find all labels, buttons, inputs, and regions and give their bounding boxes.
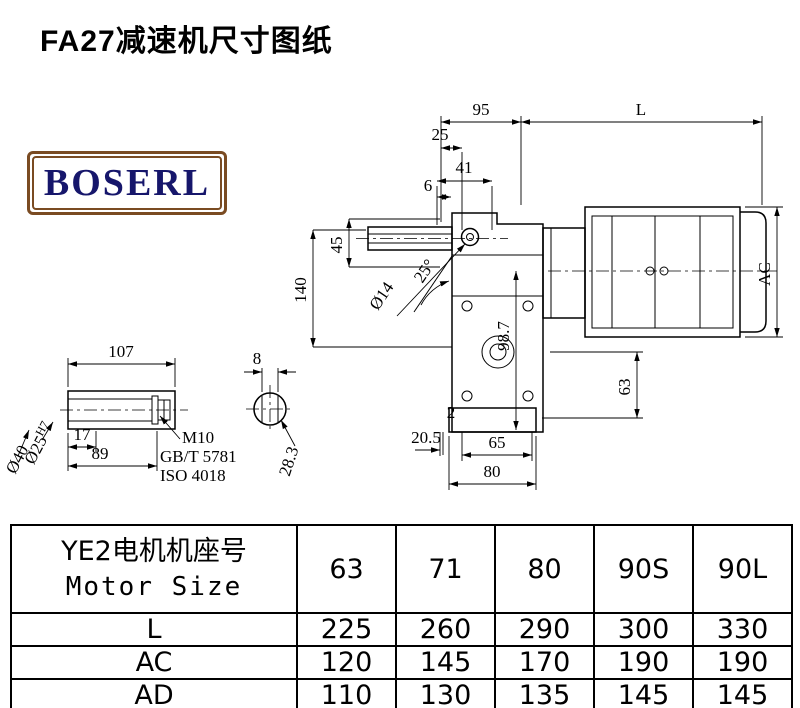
shaft-section-view: 8 28.3 xyxy=(244,349,302,478)
fan-cover xyxy=(740,211,767,333)
shaft-side-view: 107 17 89 M10 GB/T 5781 ISO 4018 Ø25H7 Ø… xyxy=(2,342,237,485)
boserl-logo-text: BOSERL xyxy=(43,162,211,204)
dim-80-label: 80 xyxy=(484,462,501,481)
dim-L-label: L xyxy=(636,100,646,119)
table-cell: 300 xyxy=(593,612,694,647)
table-cell: 170 xyxy=(494,645,595,680)
dim-8-label: 8 xyxy=(253,349,262,368)
motor-adapter xyxy=(542,227,586,319)
angle-arc xyxy=(420,280,450,306)
page-title: FA27减速机尺寸图纸 xyxy=(40,25,333,58)
table-header-row: YE2电机机座号 Motor Size 63 71 80 90S 90L xyxy=(10,524,793,614)
dim-dia14-label: Ø14 xyxy=(365,278,397,313)
dim-107-label: 107 xyxy=(108,342,134,361)
table-cell: 120 xyxy=(296,645,397,680)
dim-28-3-label: 28.3 xyxy=(275,444,302,478)
motor-body xyxy=(584,206,741,338)
dim-65-label: 65 xyxy=(489,433,506,452)
table-size-80: 80 xyxy=(494,524,595,614)
bolt-m10-label: M10 xyxy=(182,428,214,447)
row-label-AD: AD xyxy=(10,678,298,708)
hole-leader xyxy=(396,243,466,317)
row-label-L: L xyxy=(10,612,298,647)
row-label-AC: AC xyxy=(10,645,298,680)
dim-25-label: 25 xyxy=(432,125,449,144)
table-cell: 145 xyxy=(593,678,694,708)
table-size-63: 63 xyxy=(296,524,397,614)
table-cell: 135 xyxy=(494,678,595,708)
dim-6-label: 6 xyxy=(424,176,433,195)
table-cell: 225 xyxy=(296,612,397,647)
angled-face xyxy=(413,255,453,313)
main-view: 95 L 25 41 6 45 140 Ø14 25° 98.7 AC 63 2… xyxy=(291,100,783,490)
table-size-90S: 90S xyxy=(593,524,694,614)
table-cell: 145 xyxy=(395,645,496,680)
dimension-drawing: 95 L 25 41 6 45 140 Ø14 25° 98.7 AC 63 2… xyxy=(2,100,783,490)
table-row-AC: AC 120 145 170 190 190 xyxy=(10,645,793,680)
table-cell: 130 xyxy=(395,678,496,708)
flange-hole xyxy=(460,227,480,247)
dim-45-label: 45 xyxy=(327,237,346,254)
table-header-en: Motor Size xyxy=(65,572,243,602)
dim-17-label: 17 xyxy=(74,425,92,444)
table-cell: 145 xyxy=(692,678,793,708)
table-cell: 190 xyxy=(593,645,694,680)
table-cell: 260 xyxy=(395,612,496,647)
std-iso-label: ISO 4018 xyxy=(160,466,226,485)
gearbox-foot-flange xyxy=(448,407,537,433)
dim-98-7-label: 98.7 xyxy=(494,321,513,351)
dim-95-label: 95 xyxy=(473,100,490,119)
dim-20-5-label: 20.5 xyxy=(411,428,441,447)
dim-89-label: 89 xyxy=(92,444,109,463)
std-gb-label: GB/T 5781 xyxy=(160,447,237,466)
dia25-tolerance-text: H7 xyxy=(32,419,51,439)
table-cell: 290 xyxy=(494,612,595,647)
table-cell: 190 xyxy=(692,645,793,680)
boserl-logo-frame: BOSERL xyxy=(32,156,222,210)
table-cell: 110 xyxy=(296,678,397,708)
dim-2-label: 2 xyxy=(447,403,456,422)
dim-140-label: 140 xyxy=(291,277,310,303)
dim-AC-label: AC xyxy=(755,262,774,286)
boserl-logo: BOSERL xyxy=(27,151,227,215)
table-row-AD: AD 110 130 135 145 145 xyxy=(10,678,793,708)
bolt-leader xyxy=(159,415,181,440)
table-header-cn: YE2电机机座号 xyxy=(61,536,247,568)
table-cell: 330 xyxy=(692,612,793,647)
table-row-L: L 225 260 290 300 330 xyxy=(10,612,793,647)
table-size-90L: 90L xyxy=(692,524,793,614)
dim-63-label: 63 xyxy=(615,379,634,396)
table-size-71: 71 xyxy=(395,524,496,614)
table-header-motor-size: YE2电机机座号 Motor Size xyxy=(10,524,298,614)
dim-41-label: 41 xyxy=(456,158,473,177)
motor-size-table: YE2电机机座号 Motor Size 63 71 80 90S 90L L 2… xyxy=(10,524,793,708)
